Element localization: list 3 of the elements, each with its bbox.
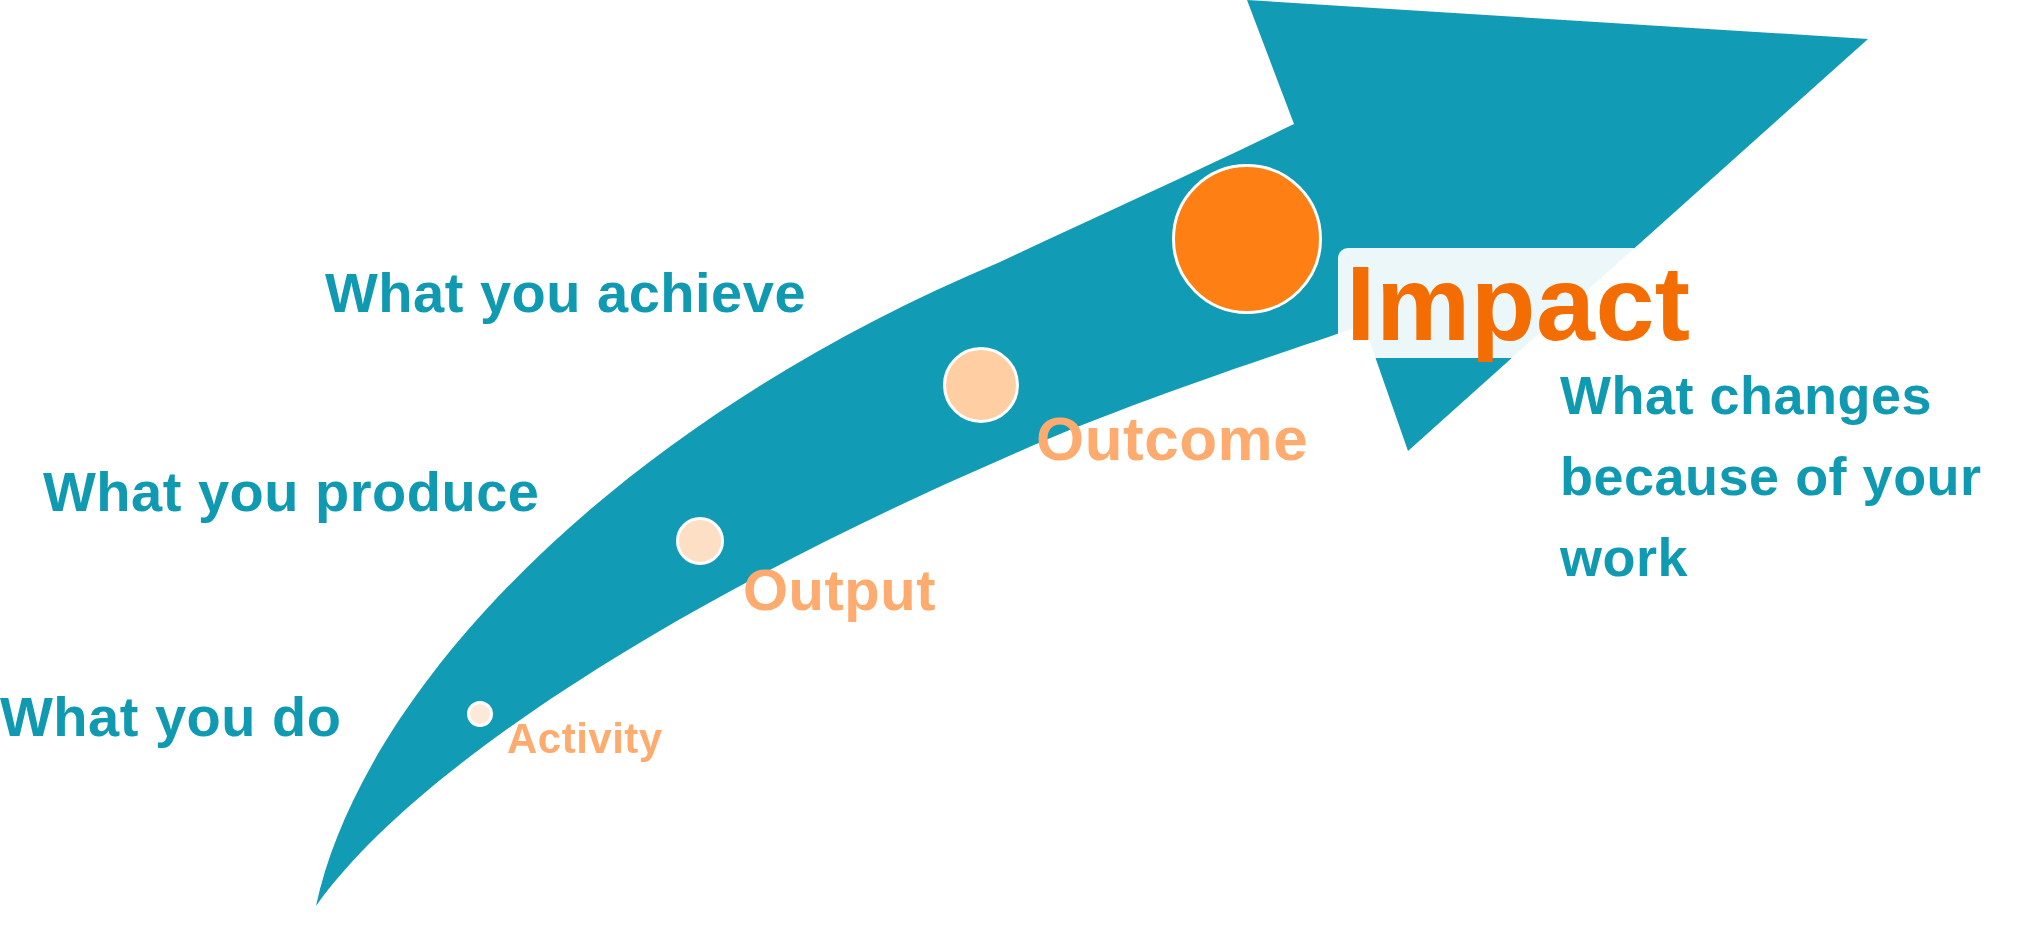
stage-label: Outcome: [1036, 408, 1309, 470]
description-text: What changes because of your work: [1560, 364, 1983, 589]
stage-label: Activity: [507, 718, 663, 760]
